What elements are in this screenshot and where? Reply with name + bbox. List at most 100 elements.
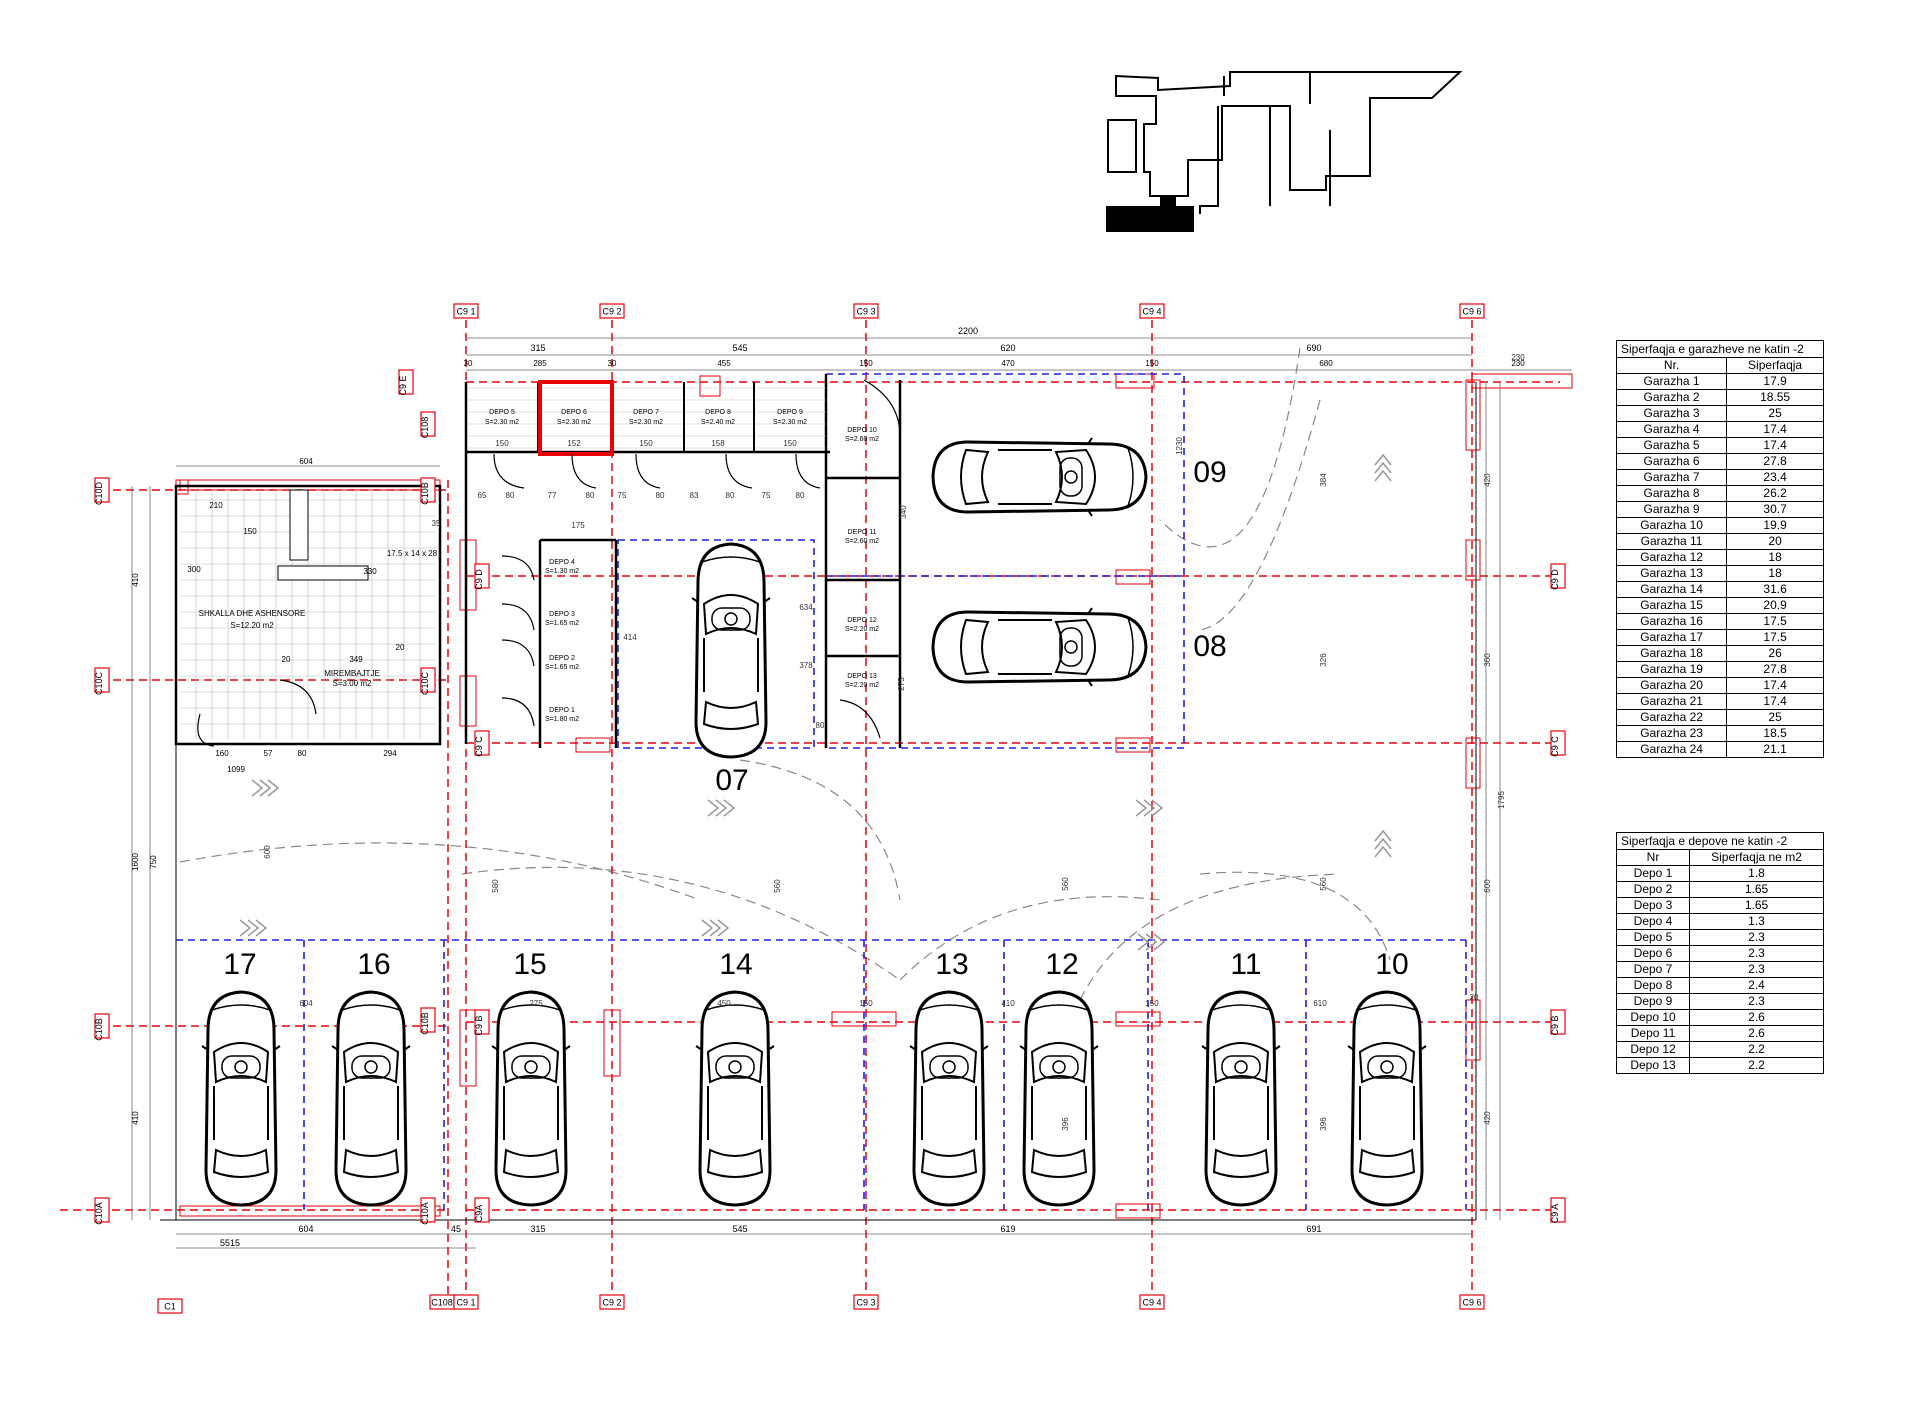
- grid-label: C9A: [474, 1197, 490, 1223]
- garage-table-area-cell: 17.4: [1726, 421, 1824, 438]
- garage-table-area-cell: 23.4: [1726, 469, 1824, 486]
- depot-label: DEPO 9: [777, 409, 803, 416]
- dimension-text: 230: [1511, 353, 1525, 362]
- garage-table-name-cell: Garazha 3: [1615, 405, 1728, 422]
- garage-table-area-cell: 27.8: [1726, 661, 1824, 678]
- grid-label-text: C108: [420, 417, 430, 439]
- depot-table-area-cell: 1.3: [1689, 913, 1824, 930]
- grid-label-text: C9 A: [1550, 1204, 1560, 1224]
- dimension-text: 378: [799, 661, 813, 670]
- dimension-text: 150: [859, 999, 873, 1008]
- dimension-text: 83: [690, 491, 699, 500]
- depot-label: S=1.80 m2: [545, 716, 579, 723]
- dimension-text: 175: [571, 521, 585, 530]
- depot-table-area-cell: 2.2: [1689, 1057, 1824, 1074]
- dimension-text: 150: [1145, 999, 1159, 1008]
- dimension-text: 604: [299, 999, 313, 1008]
- dimension-text: 150: [859, 359, 873, 368]
- depot-label: DEPO 13: [847, 673, 877, 680]
- grid-label-text: C9 4: [1142, 1298, 1161, 1308]
- depot-table-name-cell: Depo 2: [1615, 881, 1691, 898]
- grid-label-text: C10B: [420, 1012, 430, 1035]
- dimension-text: 326: [1319, 653, 1328, 667]
- grid-label: C10C: [420, 667, 436, 695]
- dimension-text: 360: [1483, 653, 1492, 667]
- garage-table-area-cell: 25: [1726, 709, 1824, 726]
- garage-table-name-cell: Garazha 16: [1615, 613, 1728, 630]
- depot-label: S=2.60 m2: [845, 436, 879, 443]
- grid-label: C9 4: [1139, 303, 1165, 319]
- grid-label-text: C10A: [94, 1202, 104, 1225]
- grid-label: C108: [420, 411, 436, 439]
- garage-table-name-cell: Garazha 4: [1615, 421, 1728, 438]
- depot-label: S=2.30 m2: [773, 419, 807, 426]
- dimension-text: 20: [282, 655, 291, 664]
- garage-table-name-cell: Garazha 11: [1615, 533, 1728, 550]
- depot-label: S=2.30 m2: [557, 419, 591, 426]
- room-label: MIREMBAJTJE: [324, 669, 380, 678]
- dimension-text: 45: [451, 1224, 461, 1234]
- dimension-text: 396: [1319, 1117, 1328, 1131]
- room-area: S=3.00 m2: [333, 679, 372, 688]
- dimension-text: 65: [478, 491, 487, 500]
- depot-table-area-cell: 2.3: [1689, 929, 1824, 946]
- key-plan-icon: [1107, 71, 1463, 214]
- key-plan-highlight: [1106, 206, 1194, 232]
- dimension-text: 77: [548, 491, 557, 500]
- depot-label: DEPO 8: [705, 409, 731, 416]
- dimension-text: 150: [639, 439, 653, 448]
- dimension-text: 600: [1483, 879, 1492, 893]
- dimension-text: 294: [383, 749, 397, 758]
- depot-table-area-cell: 2.3: [1689, 945, 1824, 962]
- grid-label-text: C9 4: [1142, 307, 1161, 317]
- depot-table-area-cell: 1.65: [1689, 881, 1824, 898]
- garage-table-name-cell: Garazha 14: [1615, 581, 1728, 598]
- dimension-text: 560: [1319, 877, 1328, 891]
- grid-label-text: C10B: [94, 1018, 104, 1041]
- dimension-text: 80: [298, 749, 307, 758]
- dimension-text: 750: [149, 855, 158, 869]
- depot-area-table: Siperfaqja e depove ne katin -2 Nr Siper…: [1615, 832, 1824, 1074]
- garage-table-name-cell: Garazha 6: [1615, 453, 1728, 470]
- grid-label-text: C108: [431, 1298, 453, 1308]
- grid-label: C9 E: [398, 369, 414, 396]
- grid-label-text: C9 1: [456, 1298, 475, 1308]
- dimension-text: 160: [215, 749, 229, 758]
- garage-table-area-cell: 27.8: [1726, 453, 1824, 470]
- garage-table-name-cell: Garazha 24: [1615, 741, 1728, 758]
- depot-label: S=1.65 m2: [545, 664, 579, 671]
- grid-label-text: C9 C: [1550, 736, 1560, 757]
- grid-label: C9 2: [599, 1294, 625, 1310]
- grid-label: C10C: [94, 667, 110, 695]
- garage-table-name-cell: Garazha 2: [1615, 389, 1728, 406]
- grid-label: C9 2: [599, 303, 625, 319]
- grid-label: C9 3: [853, 1294, 879, 1310]
- grid-label: C9 6: [1459, 303, 1485, 319]
- depot-table-title: Siperfaqja e depove ne katin -2: [1616, 832, 1824, 849]
- grid-label-text: C9 E: [398, 375, 408, 395]
- garage-table-area-cell: 20: [1726, 533, 1824, 550]
- dimension-text: 604: [298, 1224, 313, 1234]
- dimension-text: 545: [732, 1224, 747, 1234]
- dimension-text: 57: [264, 749, 273, 758]
- depot-table-name-cell: Depo 5: [1615, 929, 1691, 946]
- depot-table-area-cell: 1.65: [1689, 897, 1824, 914]
- garage-table-title: Siperfaqja e garazheve ne katin -2: [1616, 340, 1824, 357]
- dimension-text: 275: [897, 677, 906, 691]
- depot-label: DEPO 5: [489, 409, 515, 416]
- dimension-text: 1600: [131, 853, 140, 871]
- depot-table-header-area: Siperfaqja ne m2: [1689, 849, 1824, 866]
- depot-label: DEPO 10: [847, 427, 877, 434]
